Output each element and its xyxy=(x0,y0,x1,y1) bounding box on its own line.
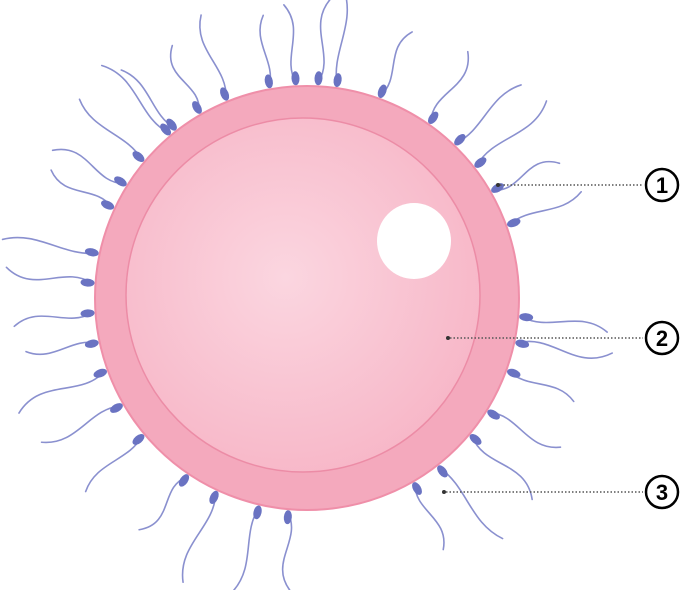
leader-dot-2 xyxy=(446,336,450,340)
sperm-cell xyxy=(489,162,559,195)
sperm-head xyxy=(84,247,99,258)
sperm-cell xyxy=(468,432,533,500)
sperm-cell xyxy=(435,463,503,538)
sperm-cell xyxy=(506,367,574,401)
sperm-tail xyxy=(518,341,612,358)
sperm-head xyxy=(264,74,274,89)
sperm-tail xyxy=(318,0,332,82)
sperm-tail xyxy=(14,313,91,326)
sperm-tail xyxy=(457,85,521,143)
sperm-tail xyxy=(233,508,258,590)
sperm-cell xyxy=(51,170,116,212)
sperm-head xyxy=(80,278,95,287)
sperm-cell xyxy=(200,15,231,102)
sperm-head xyxy=(515,338,530,349)
sperm-head xyxy=(314,71,323,85)
sperm-tail xyxy=(102,66,168,133)
leader-dot-3 xyxy=(442,490,446,494)
sperm-head xyxy=(333,73,343,88)
sperm-tail xyxy=(284,5,296,82)
sperm-cell xyxy=(519,313,607,333)
sperm-tail xyxy=(42,406,120,442)
sperm-cell xyxy=(171,46,204,116)
sperm-cell xyxy=(284,5,300,86)
callout-label-2: 2 xyxy=(656,326,668,351)
sperm-head xyxy=(84,338,99,349)
sperm-cell xyxy=(506,192,581,229)
sperm-cell xyxy=(139,472,191,529)
leader-dot-1 xyxy=(496,183,500,187)
sperm-cell xyxy=(486,407,561,447)
callout-label-1: 1 xyxy=(656,173,668,198)
sperm-tail xyxy=(200,15,226,98)
sperm-cell xyxy=(121,70,179,133)
sperm-cell xyxy=(452,85,521,148)
sperm-head xyxy=(218,86,231,102)
sperm-tail xyxy=(80,99,142,159)
sperm-cell xyxy=(19,367,108,413)
sperm-cell xyxy=(102,66,173,138)
nucleus xyxy=(377,203,451,279)
sperm-cell xyxy=(42,401,125,442)
sperm-cell xyxy=(376,32,412,99)
callout-group-3: 3 xyxy=(442,476,678,508)
sperm-head xyxy=(92,367,108,379)
sperm-cell xyxy=(283,510,293,590)
sperm-tail xyxy=(19,372,104,413)
sperm-cell xyxy=(410,480,444,549)
sperm-tail xyxy=(183,494,216,582)
sperm-tail xyxy=(440,468,503,538)
sperm-cell xyxy=(472,101,546,170)
sperm-tail xyxy=(6,267,91,283)
sperm-cell xyxy=(260,15,274,89)
sperm-cell xyxy=(14,309,95,326)
sperm-cell xyxy=(3,238,100,258)
sperm-tail xyxy=(121,70,174,128)
sperm-tail xyxy=(510,192,581,224)
sperm-head xyxy=(376,83,388,99)
sperm-cell xyxy=(80,99,147,164)
sperm-tail xyxy=(477,101,546,165)
sperm-cell xyxy=(314,0,332,86)
sperm-tail xyxy=(283,513,292,590)
sperm-cell xyxy=(53,149,129,188)
sperm-tail xyxy=(522,317,607,332)
sperm-cell xyxy=(183,489,221,582)
sperm-tail xyxy=(53,149,124,183)
sperm-cell xyxy=(515,338,613,358)
sperm-cell xyxy=(86,432,147,492)
sperm-tail xyxy=(431,52,468,121)
sperm-cell xyxy=(26,338,99,354)
sperm-cell xyxy=(6,267,94,287)
callout-group-1: 1 xyxy=(496,169,678,201)
sperm-tail xyxy=(3,238,96,254)
sperm-tail xyxy=(472,437,532,500)
sperm-tail xyxy=(490,412,560,447)
sperm-cell xyxy=(233,505,263,590)
sperm-cell xyxy=(426,52,468,126)
sperm-cell xyxy=(333,0,348,88)
callout-label-3: 3 xyxy=(656,480,668,505)
sperm-tail xyxy=(86,437,142,492)
sperm-tail xyxy=(336,0,347,84)
cell-body xyxy=(126,118,480,472)
